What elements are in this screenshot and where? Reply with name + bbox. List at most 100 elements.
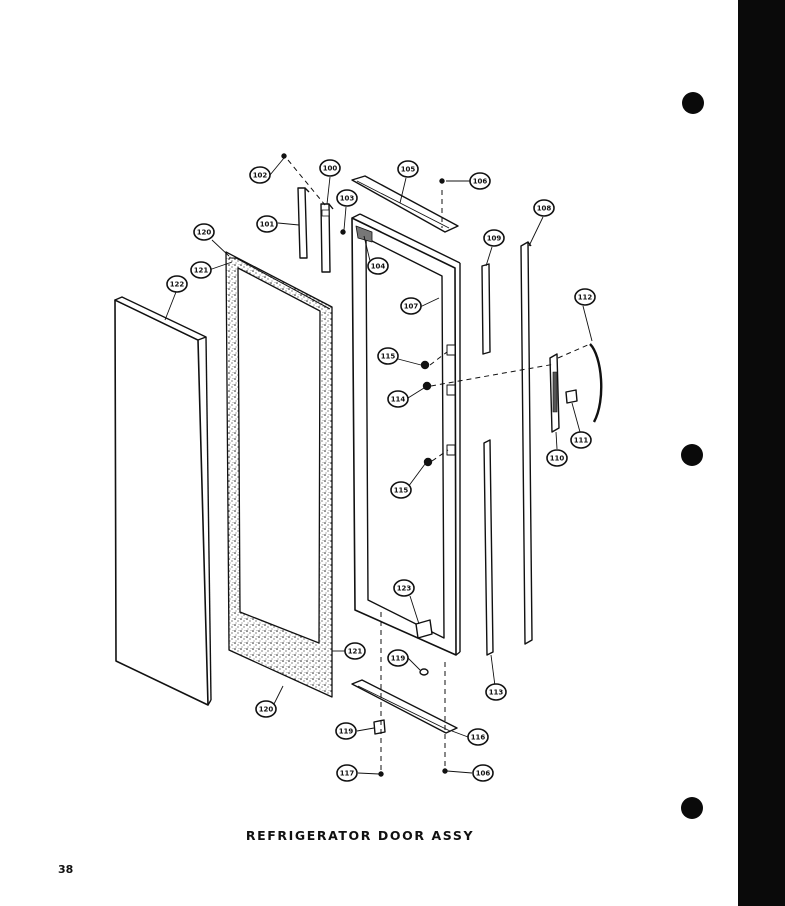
callout-108: 108 <box>533 199 555 217</box>
callout-105: 105 <box>397 160 419 178</box>
screw-106-bottom <box>442 768 448 774</box>
clip-part <box>415 619 433 639</box>
callout-label: 109 <box>487 235 502 243</box>
screw-103 <box>340 229 346 235</box>
callout-bubble <box>335 722 357 740</box>
lower-trim-strip <box>483 439 494 656</box>
callout-bubble <box>400 297 422 315</box>
diagram-caption: REFRIGERATOR DOOR ASSY <box>245 828 475 843</box>
callout-bubble <box>256 215 278 233</box>
callout-103: 103 <box>336 189 358 207</box>
upper-trim-strip <box>481 263 491 355</box>
callout-102: 102 <box>249 166 271 184</box>
callout-bubble <box>393 579 415 597</box>
callout-bubble <box>485 683 507 701</box>
callout-bubble <box>472 764 494 782</box>
callout-bubble <box>344 642 366 660</box>
callout-bubble <box>570 431 592 449</box>
callout-119: 119 <box>387 649 409 667</box>
callout-label: 120 <box>259 706 274 714</box>
punch-hole-middle <box>681 444 703 466</box>
plug-114 <box>422 381 432 391</box>
callout-bubble <box>377 347 399 365</box>
callout-bubble <box>336 764 358 782</box>
callout-bubble <box>249 166 271 184</box>
screw-117 <box>378 771 384 777</box>
top-cap <box>351 175 459 233</box>
callout-bubble <box>397 160 419 178</box>
plug-115-top <box>420 360 430 370</box>
callout-111: 111 <box>570 431 592 449</box>
callout-117: 117 <box>336 764 358 782</box>
callout-label: 112 <box>578 294 593 302</box>
callout-label: 114 <box>391 396 406 404</box>
callout-label: 104 <box>371 263 386 271</box>
callout-bubble <box>467 728 489 746</box>
callout-label: 121 <box>194 267 209 275</box>
callout-label: 101 <box>260 221 275 229</box>
callout-label: 120 <box>197 229 212 237</box>
callout-bubble <box>574 288 596 306</box>
callout-label: 123 <box>397 585 412 593</box>
grommet <box>419 668 429 676</box>
callout-106: 106 <box>469 172 491 190</box>
callout-label: 117 <box>340 770 355 778</box>
callout-109: 109 <box>483 229 505 247</box>
callout-label: 100 <box>323 165 338 173</box>
punch-hole-bottom <box>681 797 703 819</box>
callout-bubble <box>483 229 505 247</box>
callout-106: 106 <box>472 764 494 782</box>
callout-120: 120 <box>255 700 277 718</box>
callout-110: 110 <box>546 449 568 467</box>
callout-120: 120 <box>193 223 215 241</box>
outer-door-panel <box>114 296 212 706</box>
callout-label: 103 <box>340 195 355 203</box>
callout-bubble <box>336 189 358 207</box>
callout-label: 102 <box>253 172 268 180</box>
callout-bubble <box>387 390 409 408</box>
callout-bubble <box>469 172 491 190</box>
callout-107: 107 <box>400 297 422 315</box>
callout-112: 112 <box>574 288 596 306</box>
callout-bubble <box>390 481 412 499</box>
door-liner <box>351 213 461 656</box>
callout-115: 115 <box>377 347 399 365</box>
callout-label: 107 <box>404 303 419 311</box>
callout-bubble <box>255 700 277 718</box>
callout-bubble <box>367 257 389 275</box>
callout-100: 100 <box>319 159 341 177</box>
callout-101: 101 <box>256 215 278 233</box>
alignment-lines <box>287 159 591 770</box>
callout-115: 115 <box>390 481 412 499</box>
callout-bubble <box>319 159 341 177</box>
callout-122: 122 <box>166 275 188 293</box>
callout-label: 115 <box>394 487 409 495</box>
callout-bubble <box>533 199 555 217</box>
handle-rail <box>520 241 533 645</box>
callout-114: 114 <box>387 390 409 408</box>
punch-hole-top <box>682 92 704 114</box>
page-number: 38 <box>58 863 74 876</box>
screw-106-top <box>439 178 445 184</box>
callout-label: 116 <box>471 734 486 742</box>
callout-label: 111 <box>574 437 589 445</box>
callout-label: 110 <box>550 455 565 463</box>
callout-121: 121 <box>190 261 212 279</box>
callout-label: 113 <box>489 689 504 697</box>
callout-label: 105 <box>401 166 416 174</box>
callout-104: 104 <box>367 257 389 275</box>
bottom-cap <box>351 679 458 734</box>
callout-label: 115 <box>381 353 396 361</box>
callout-label: 106 <box>473 178 488 186</box>
callouts: 102 100 105 106 103 101 108 109 120 104 121 122 107 1… <box>166 159 596 782</box>
lower-block <box>373 719 386 735</box>
plug-115-bottom <box>423 457 433 467</box>
callout-bubble <box>387 649 409 667</box>
hinge-bracket-right <box>320 203 331 273</box>
wire-handle <box>589 343 603 423</box>
callout-116: 116 <box>467 728 489 746</box>
callout-label: 119 <box>339 728 354 736</box>
callout-label: 119 <box>391 655 406 663</box>
door-gasket <box>225 251 333 698</box>
